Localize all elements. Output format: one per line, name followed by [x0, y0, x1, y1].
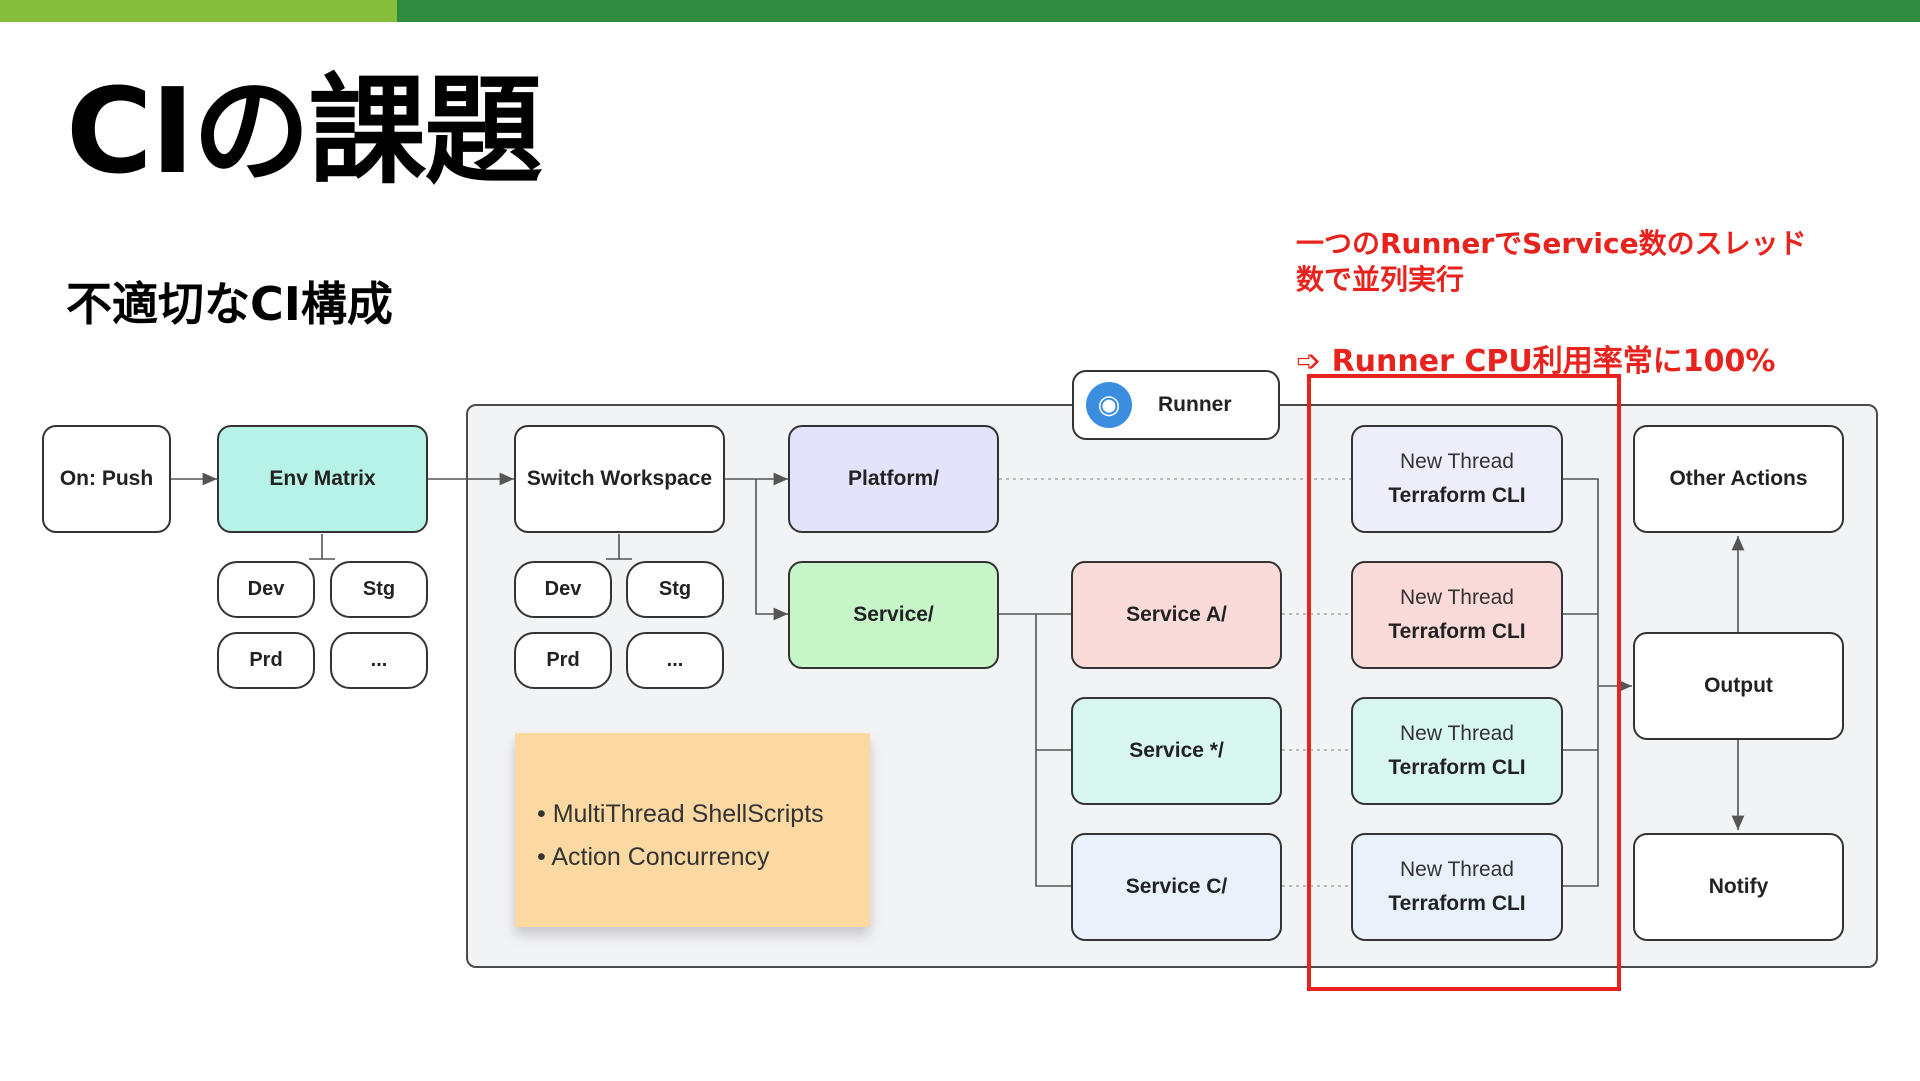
- runner-label-box: ◉ Runner: [1072, 370, 1280, 440]
- node-platform: Platform/: [788, 425, 999, 533]
- node-env-more: ...: [330, 632, 428, 689]
- thread-label: New Thread: [1399, 586, 1514, 609]
- node-service-a: Service A/: [1071, 561, 1282, 669]
- arrow-switch-to-service: [755, 479, 788, 621]
- node-service-star: Service */: [1071, 697, 1282, 805]
- node-thread-c: New Thread Terraform CLI: [1351, 833, 1563, 941]
- node-on-push: On: Push: [42, 425, 171, 533]
- node-env-prd: Prd: [217, 632, 315, 689]
- node-other-actions: Other Actions: [1633, 425, 1844, 533]
- thread-label: New Thread: [1399, 858, 1514, 881]
- service-branch: [1035, 614, 1071, 887]
- node-service-c: Service C/: [1071, 833, 1282, 941]
- node-ws-more: ...: [626, 632, 724, 689]
- top-accent-bar-right: [397, 0, 1920, 22]
- thread-cli: Terraform CLI: [1388, 756, 1526, 779]
- slide-subtitle: 不適切なCI構成: [66, 277, 393, 331]
- thread-cli: Terraform CLI: [1388, 892, 1526, 915]
- thread-merge-line: [1563, 478, 1599, 887]
- node-env-matrix: Env Matrix: [217, 425, 428, 533]
- node-output: Output: [1633, 632, 1844, 740]
- node-thread-a: New Thread Terraform CLI: [1351, 561, 1563, 669]
- top-accent-bar-left: [0, 0, 397, 22]
- thread-cli: Terraform CLI: [1388, 620, 1526, 643]
- annotation-text: 一つのRunnerでService数のスレッド数で並列実行: [1296, 227, 1807, 296]
- node-service: Service/: [788, 561, 999, 669]
- thread-cli: Terraform CLI: [1388, 484, 1526, 507]
- node-thread-star: New Thread Terraform CLI: [1351, 697, 1563, 805]
- node-env-dev: Dev: [217, 561, 315, 618]
- node-notify: Notify: [1633, 833, 1844, 941]
- github-icon: ◉: [1086, 382, 1132, 428]
- node-env-stg: Stg: [330, 561, 428, 618]
- thread-label: New Thread: [1399, 450, 1514, 473]
- slide-title: CIの課題: [66, 62, 543, 200]
- node-ws-prd: Prd: [514, 632, 612, 689]
- sticky-item-multithread: • MultiThread ShellScripts: [537, 800, 824, 828]
- sticky-note: • MultiThread ShellScripts • Action Conc…: [515, 733, 870, 927]
- thread-label: New Thread: [1399, 722, 1514, 745]
- highlight-box: [1307, 374, 1621, 991]
- node-thread-platform: New Thread Terraform CLI: [1351, 425, 1563, 533]
- node-ws-stg: Stg: [626, 561, 724, 618]
- node-switch-workspace: Switch Workspace: [514, 425, 725, 533]
- runner-label: Runner: [1158, 393, 1232, 416]
- sticky-item-concurrency: • Action Concurrency: [537, 843, 770, 871]
- node-ws-dev: Dev: [514, 561, 612, 618]
- annotation-result: ➩ Runner CPU利用率常に100%: [1296, 344, 1776, 379]
